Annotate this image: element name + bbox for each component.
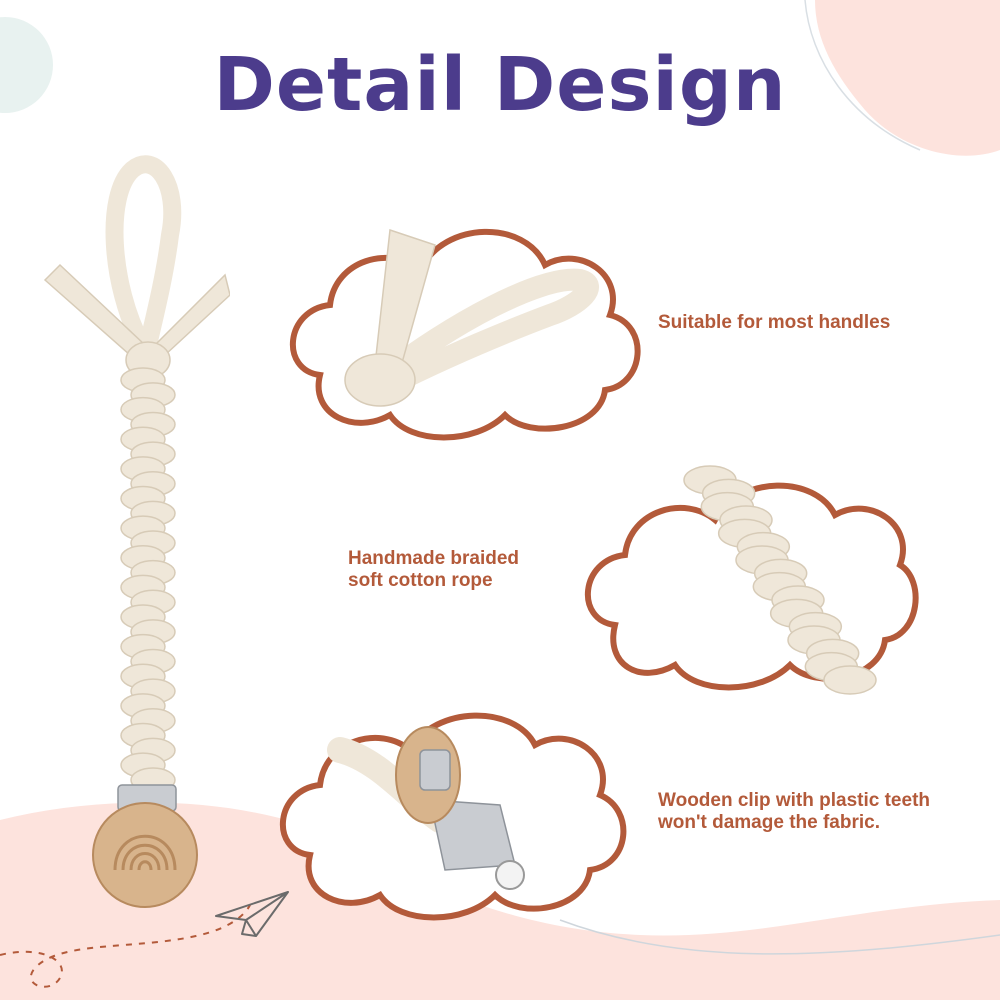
- feature-label-clip: Wooden clip with plastic teeth won't dam…: [658, 790, 930, 834]
- feature-label-line: Wooden clip with plastic teeth: [658, 790, 931, 811]
- pink-wave-bottom: [0, 802, 1000, 1000]
- rainbow-engraving: [113, 834, 177, 871]
- feature-label-rope: Handmade braided soft cotton rope: [348, 548, 519, 592]
- paper-plane-icon: [215, 891, 289, 937]
- pink-blob-top-right: [815, 0, 1000, 156]
- braided-rope: [120, 367, 176, 793]
- feature-label-line: Suitable for most handles: [658, 312, 891, 333]
- detail-ribbon-bow: [344, 228, 599, 407]
- detail-cloud-rope: [584, 465, 919, 695]
- thin-wave-line-bottom: [559, 919, 1000, 955]
- mint-blob-top-left: [0, 17, 53, 113]
- detail-clip: [327, 726, 525, 890]
- braid-knot: [823, 665, 877, 695]
- cloud-outline: [289, 228, 641, 441]
- pacifier-clip-full-product: [43, 155, 230, 908]
- feature-label-line: won't damage the fabric.: [658, 812, 880, 833]
- page-title: Detail Design: [213, 42, 787, 128]
- detail-braided-rope: [683, 465, 877, 695]
- feature-label-line: Handmade braided: [348, 548, 520, 569]
- detail-cloud-handle: [289, 228, 641, 441]
- feature-label-line: soft cotton rope: [348, 570, 493, 591]
- thin-arc-top-right: [804, 0, 921, 151]
- dotted-flight-path: [0, 904, 251, 988]
- detail-cloud-clip: [279, 712, 627, 921]
- cotton-loop: [105, 155, 182, 354]
- feature-label-handles: Suitable for most handles: [658, 312, 890, 334]
